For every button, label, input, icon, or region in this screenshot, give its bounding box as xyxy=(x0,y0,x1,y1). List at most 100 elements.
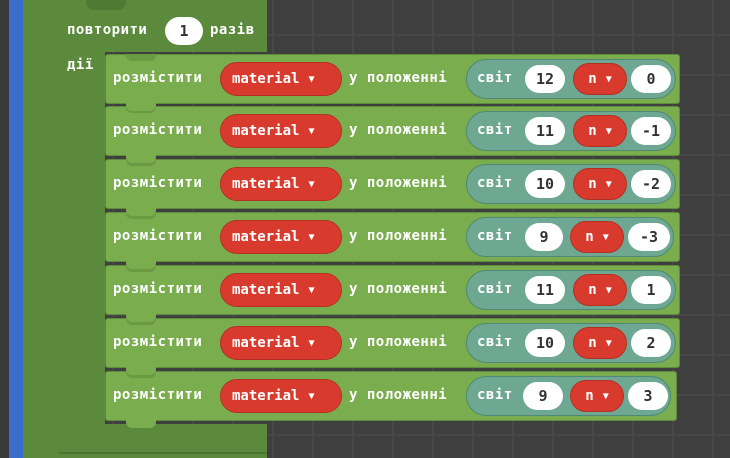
block-tab xyxy=(126,261,156,269)
material-dropdown[interactable]: material ▼ xyxy=(220,379,342,413)
world-position-block[interactable]: світ 11 n▼ -1 xyxy=(466,111,676,151)
x-coordinate-input[interactable]: 10 xyxy=(525,329,565,357)
material-label: material xyxy=(232,388,300,404)
block-tab xyxy=(126,103,156,111)
do-label: дії xyxy=(67,57,94,73)
world-position-block[interactable]: світ 10 n▼ -2 xyxy=(466,164,676,204)
block-notch xyxy=(126,54,156,61)
world-position-block[interactable]: світ 10 n▼ 2 xyxy=(466,323,676,363)
material-dropdown[interactable]: material ▼ xyxy=(220,114,342,148)
z-coordinate-input[interactable]: 0 xyxy=(631,65,671,93)
chevron-down-icon: ▼ xyxy=(605,125,612,137)
chevron-down-icon: ▼ xyxy=(308,178,315,190)
repeat-count-input[interactable]: 1 xyxy=(165,17,203,45)
material-dropdown[interactable]: material ▼ xyxy=(220,220,342,254)
chevron-down-icon: ▼ xyxy=(308,125,315,137)
y-variable-label: n xyxy=(588,176,597,192)
world-position-block[interactable]: світ 11 n▼ 1 xyxy=(466,270,676,310)
y-variable-dropdown[interactable]: n▼ xyxy=(573,327,627,359)
chevron-down-icon: ▼ xyxy=(605,178,612,190)
canvas-edge xyxy=(0,0,9,458)
y-variable-label: n xyxy=(588,71,597,87)
x-coordinate-input[interactable]: 10 xyxy=(525,170,565,198)
material-label: material xyxy=(232,71,300,87)
place-label: розмістити xyxy=(113,70,203,86)
chevron-down-icon: ▼ xyxy=(308,337,315,349)
material-label: material xyxy=(232,123,300,139)
material-label: material xyxy=(232,229,300,245)
material-dropdown[interactable]: material▼ xyxy=(220,273,342,307)
x-coordinate-input[interactable]: 12 xyxy=(525,65,565,93)
place-label: розмістити xyxy=(113,387,203,403)
y-variable-dropdown[interactable]: n▼ xyxy=(573,168,627,200)
place-label: розмістити xyxy=(113,122,203,138)
z-coordinate-input[interactable]: -1 xyxy=(631,117,671,145)
y-variable-dropdown[interactable]: n▼ xyxy=(573,274,627,306)
z-coordinate-input[interactable]: 2 xyxy=(631,329,671,357)
repeat-block-body-side xyxy=(59,52,105,424)
at-position-label: у положенні xyxy=(349,228,448,244)
chevron-down-icon: ▼ xyxy=(605,337,612,349)
material-label: material xyxy=(232,335,300,351)
category-color-bar xyxy=(9,0,23,458)
place-block-statement[interactable]: розмістити material▼ у положенні світ 9 … xyxy=(105,371,677,428)
y-variable-dropdown[interactable]: n▼ xyxy=(570,221,624,253)
world-label: світ xyxy=(477,228,513,244)
block-tab xyxy=(126,155,156,163)
place-label: розмістити xyxy=(113,228,203,244)
z-coordinate-input[interactable]: -2 xyxy=(631,170,671,198)
place-block-statement[interactable]: розмістити material▼ у положенні світ 11… xyxy=(105,265,680,322)
x-coordinate-input[interactable]: 9 xyxy=(525,223,563,251)
chevron-down-icon: ▼ xyxy=(308,231,315,243)
world-position-block[interactable]: світ 9 n▼ 3 xyxy=(466,376,671,416)
place-block-statement[interactable]: розмістити material ▼ у положенні світ 12… xyxy=(105,54,680,111)
place-block-statement[interactable]: розмістити material ▼ у положенні світ 10… xyxy=(105,318,680,375)
y-variable-dropdown[interactable]: n▼ xyxy=(570,380,624,412)
y-variable-dropdown[interactable]: n▼ xyxy=(573,115,627,147)
chevron-down-icon: ▼ xyxy=(602,390,609,402)
chevron-down-icon: ▼ xyxy=(308,390,315,402)
z-coordinate-input[interactable]: 1 xyxy=(631,276,671,304)
material-dropdown[interactable]: material ▼ xyxy=(220,62,342,96)
chevron-down-icon: ▼ xyxy=(308,284,315,296)
x-coordinate-input[interactable]: 11 xyxy=(525,117,565,145)
material-dropdown[interactable]: material ▼ xyxy=(220,167,342,201)
block-tab xyxy=(126,420,156,428)
chevron-down-icon: ▼ xyxy=(308,73,315,85)
y-variable-label: n xyxy=(585,388,594,404)
z-coordinate-input[interactable]: 3 xyxy=(628,382,668,410)
at-position-label: у положенні xyxy=(349,175,448,191)
material-label: material xyxy=(232,176,300,192)
place-label: розмістити xyxy=(113,334,203,350)
place-block-statement[interactable]: розмістити material▼ у положенні світ 10… xyxy=(105,159,680,216)
at-position-label: у положенні xyxy=(349,70,448,86)
chevron-down-icon: ▼ xyxy=(605,284,612,296)
x-coordinate-input[interactable]: 9 xyxy=(523,382,563,410)
y-variable-label: n xyxy=(585,229,594,245)
world-label: світ xyxy=(477,387,513,403)
times-label: разів xyxy=(210,22,255,38)
at-position-label: у положенні xyxy=(349,334,448,350)
at-position-label: у положенні xyxy=(349,122,448,138)
place-block-statement[interactable]: розмістити material▼ у положенні світ 9 … xyxy=(105,212,680,269)
repeat-block-notch xyxy=(86,0,126,10)
world-position-block[interactable]: світ 12 n▼ 0 xyxy=(466,59,676,99)
world-label: світ xyxy=(477,70,513,86)
chevron-down-icon: ▼ xyxy=(602,231,609,243)
chevron-down-icon: ▼ xyxy=(605,73,612,85)
y-variable-dropdown[interactable]: n▼ xyxy=(573,63,627,95)
place-label: розмістити xyxy=(113,281,203,297)
world-position-block[interactable]: світ 9 n▼ -3 xyxy=(466,217,674,257)
at-position-label: у положенні xyxy=(349,387,448,403)
x-coordinate-input[interactable]: 11 xyxy=(525,276,565,304)
at-position-label: у положенні xyxy=(349,281,448,297)
z-coordinate-input[interactable]: -3 xyxy=(628,223,670,251)
material-dropdown[interactable]: material ▼ xyxy=(220,326,342,360)
block-tab xyxy=(126,208,156,216)
outer-container-block[interactable] xyxy=(23,0,60,458)
y-variable-label: n xyxy=(588,282,597,298)
block-tab xyxy=(126,314,156,322)
place-label: розмістити xyxy=(113,175,203,191)
block-tab xyxy=(126,367,156,375)
place-block-statement[interactable]: розмістити material ▼ у положенні світ 11… xyxy=(105,106,680,163)
